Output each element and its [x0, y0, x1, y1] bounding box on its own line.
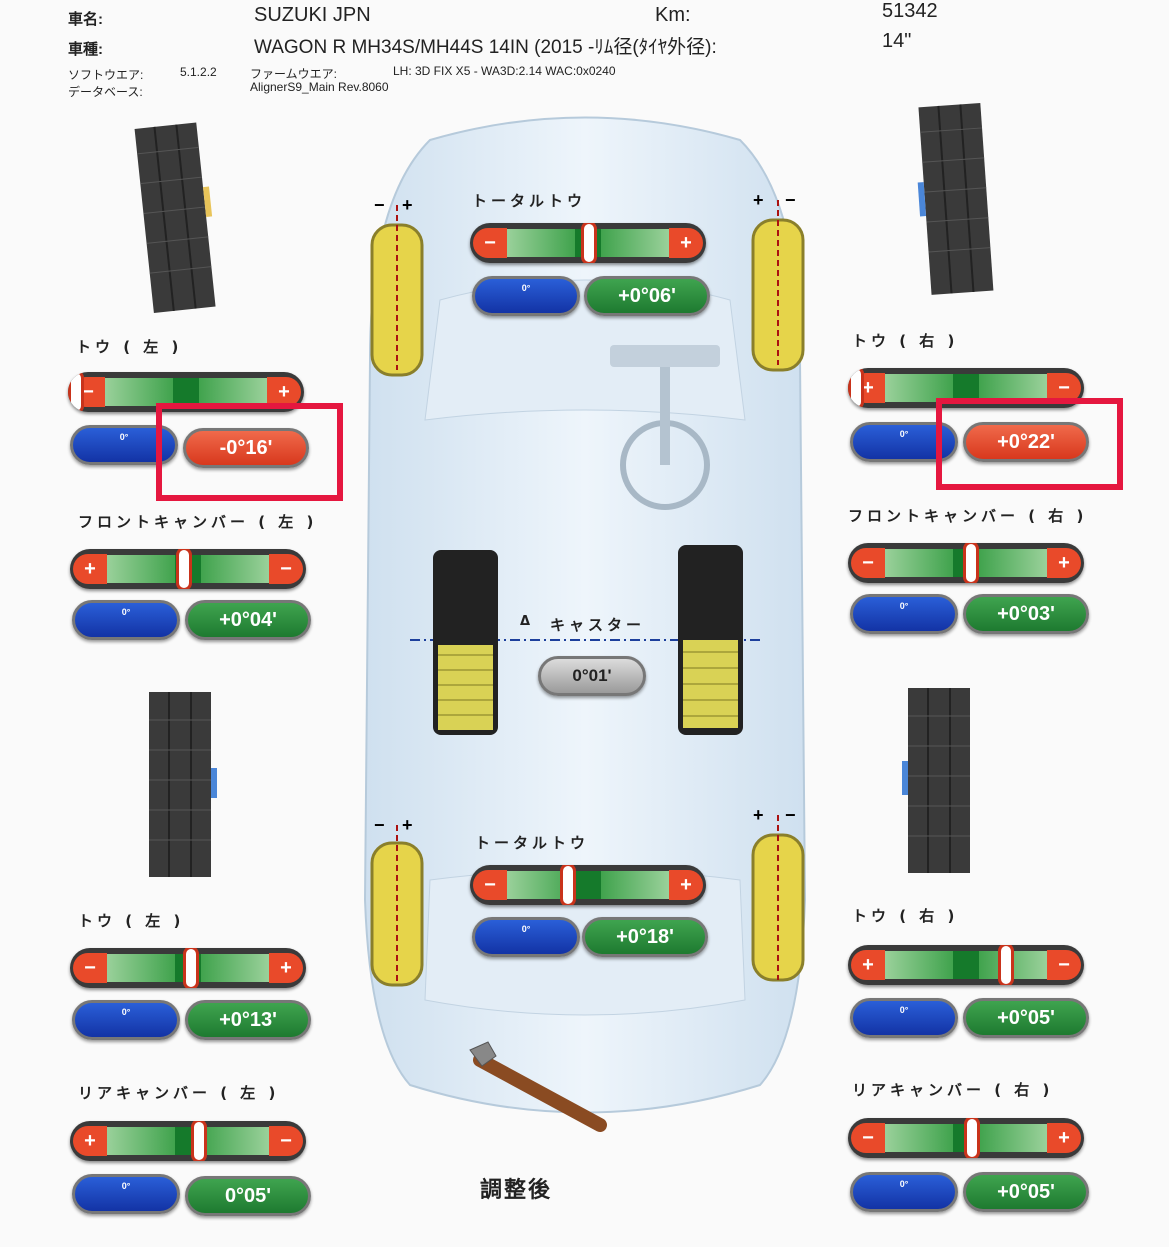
adjustment-status: 調整後 — [480, 1178, 553, 1203]
front-total-toe-gauge: − + — [470, 223, 706, 263]
rim-value: 14" — [882, 30, 912, 52]
front-camber-left-label: フロントキャンバー ( 左 ) — [78, 513, 318, 531]
rear-toe-left-label: トウ ( 左 ) — [78, 912, 185, 930]
rear-toe-left-gauge: − + — [70, 948, 306, 988]
minus-icon: − — [269, 554, 303, 584]
rear-camber-right-spec: 0° — [850, 1172, 958, 1212]
front-camber-right-spec: 0° — [850, 594, 958, 634]
rear-left-tire-icon — [149, 692, 217, 877]
plus-icon: + — [73, 1126, 107, 1156]
rear-toe-right-label: トウ ( 右 ) — [852, 907, 959, 925]
rear-toe-right-spec: 0° — [850, 998, 958, 1038]
caster-label: キャスター — [550, 616, 646, 634]
rear-camber-left-label: リアキャンバー ( 左 ) — [78, 1084, 280, 1102]
rear-camber-right-gauge: − + — [848, 1118, 1084, 1158]
rear-toe-left-value: +0°13' — [185, 1000, 311, 1040]
front-toe-right-gauge: + − — [848, 368, 1084, 408]
minus-icon: − — [269, 1126, 303, 1156]
rear-total-toe-gauge: − + — [470, 865, 706, 905]
front-toe-right-highlight — [936, 398, 1123, 490]
rear-toe-left-spec: 0° — [72, 1000, 180, 1040]
rear-toe-right-gauge: + − — [848, 945, 1084, 985]
minus-icon: − — [473, 228, 507, 258]
plus-icon: + — [267, 377, 301, 407]
km-label: Km: — [655, 4, 691, 26]
front-right-tire-icon — [917, 102, 994, 295]
make-value: SUZUKI JPN — [254, 4, 371, 26]
minus-icon: − — [851, 548, 885, 578]
front-camber-left-value: +0°04' — [185, 600, 311, 640]
caster-value: 0°01' — [538, 656, 646, 696]
plus-icon: + — [851, 950, 885, 980]
plus-icon: + — [1047, 1123, 1081, 1153]
front-camber-right-gauge: − + — [848, 543, 1084, 583]
minus-icon: − — [73, 953, 107, 983]
minus-icon: − — [1047, 950, 1081, 980]
front-camber-right-label: フロントキャンバー ( 右 ) — [848, 507, 1088, 525]
front-toe-left-value: -0°16' — [183, 428, 309, 468]
rear-total-toe-value: +0°18' — [582, 917, 708, 957]
front-camber-right-value: +0°03' — [963, 594, 1089, 634]
software-value: 5.1.2.2 — [180, 65, 217, 79]
km-value: 51342 — [882, 0, 938, 22]
car-front-left-wheel-icon: − + — [370, 195, 424, 377]
svg-text:−: − — [374, 815, 385, 835]
svg-text:−: − — [785, 190, 796, 210]
front-toe-right-value: +0°22' — [963, 422, 1089, 462]
svg-text:+: + — [402, 815, 413, 835]
firmware-label: ファームウエア: — [250, 67, 337, 81]
rear-total-toe-spec: 0° — [472, 917, 580, 957]
plus-icon: + — [669, 228, 703, 258]
front-toe-right-label: トウ ( 右 ) — [852, 332, 959, 350]
firmware-value: LH: 3D FIX X5 - WA3D:2.14 WAC:0x0240 — [393, 64, 616, 78]
model-label: 車種: — [68, 41, 103, 58]
car-front-right-wheel-icon: + − — [751, 190, 805, 372]
front-total-toe-label: トータルトウ — [472, 192, 587, 210]
svg-text:−: − — [785, 805, 796, 825]
svg-text:+: + — [402, 195, 413, 215]
rear-camber-right-value: +0°05' — [963, 1172, 1089, 1212]
plus-icon: + — [1047, 548, 1081, 578]
caster-right-cylinder-icon — [678, 545, 743, 735]
wrench-icon — [469, 1041, 607, 1132]
minus-icon: − — [473, 870, 507, 900]
rear-camber-left-gauge: + − — [70, 1121, 306, 1161]
front-toe-left-highlight — [156, 403, 343, 501]
minus-icon: − — [851, 1123, 885, 1153]
plus-icon: + — [73, 554, 107, 584]
caster-symbol: Δ — [520, 614, 531, 629]
car-rear-left-wheel-icon: − + — [370, 815, 424, 987]
plus-icon: + — [669, 870, 703, 900]
rear-total-toe-label: トータルトウ — [475, 834, 590, 852]
database-value: AlignerS9_Main Rev.8060 — [250, 80, 389, 94]
front-left-tire-icon — [134, 122, 216, 313]
software-label: ソフトウエア: — [68, 68, 144, 82]
plus-icon: + — [269, 953, 303, 983]
database-label: データベース: — [68, 85, 143, 99]
rear-camber-left-spec: 0° — [72, 1174, 180, 1214]
front-camber-left-gauge: + − — [70, 549, 306, 589]
front-camber-left-spec: 0° — [72, 600, 180, 640]
front-toe-left-label: トウ ( 左 ) — [76, 338, 183, 356]
svg-text:+: + — [753, 805, 764, 825]
model-value: WAGON R MH34S/MH44S 14IN (2015 -ﾘﾑ径(ﾀｲﾔ外… — [254, 37, 717, 58]
rear-camber-right-label: リアキャンバー ( 右 ) — [852, 1081, 1054, 1099]
car-rear-right-wheel-icon: + − — [751, 805, 805, 982]
svg-text:−: − — [374, 195, 385, 215]
front-total-toe-value: +0°06' — [584, 276, 710, 316]
rear-right-tire-icon — [902, 688, 970, 873]
rear-toe-right-value: +0°05' — [963, 998, 1089, 1038]
make-label: 車名: — [68, 11, 103, 28]
front-total-toe-spec: 0° — [472, 276, 580, 316]
caster-left-cylinder-icon — [433, 550, 498, 735]
rear-camber-left-value: 0°05' — [185, 1176, 311, 1216]
svg-text:+: + — [753, 190, 764, 210]
